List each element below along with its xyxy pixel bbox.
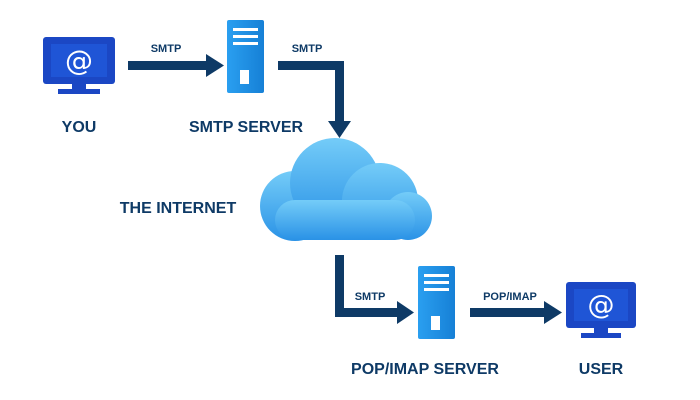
arrow-smtp-to-internet — [278, 61, 351, 138]
at-symbol-icon: @ — [65, 44, 93, 77]
at-symbol-icon: @ — [588, 290, 615, 321]
edge-label-pop-to-user: POP/IMAP — [483, 291, 537, 303]
edge-label-internet-to-pop: SMTP — [355, 291, 386, 303]
pop-imap-server-label: POP/IMAP SERVER — [351, 361, 499, 378]
internet-cloud-icon — [260, 138, 432, 241]
smtp-server-label: SMTP SERVER — [189, 119, 304, 136]
you-monitor-icon: @ — [43, 37, 115, 94]
edge-label-smtp-to-internet: SMTP — [292, 43, 323, 55]
user-label: USER — [579, 361, 624, 378]
internet-label: THE INTERNET — [120, 200, 237, 217]
you-label: YOU — [62, 119, 97, 136]
arrow-internet-to-pop — [335, 255, 414, 324]
smtp-server-icon — [227, 20, 264, 93]
edge-label-you-to-smtp: SMTP — [151, 43, 182, 55]
arrow-pop-to-user — [470, 301, 562, 324]
user-monitor-icon: @ — [566, 282, 636, 338]
arrow-you-to-smtp — [128, 54, 224, 77]
pop-imap-server-icon — [418, 266, 455, 339]
